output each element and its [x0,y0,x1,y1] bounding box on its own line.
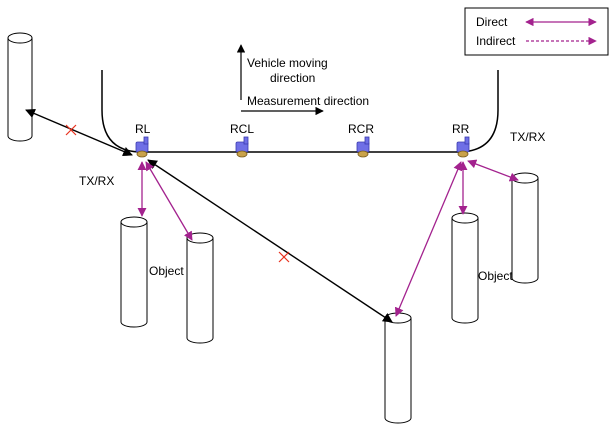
direct-arrow-rl-to-obj2 [145,161,193,241]
cylinder-top-left [7,32,33,142]
sensor-rl: RL [135,122,151,158]
cylinder-left-1 [120,216,148,328]
cylinder-left-2 [186,232,214,344]
cylinder-right-2 [511,172,539,284]
object-label-left: Object [149,264,184,278]
sensor-rcr: RCR [348,122,374,158]
blocked-x-marker-1 [65,124,77,136]
txrx-left-label: TX/RX [79,174,114,188]
cylinder-center [384,312,412,424]
sensor-rcl-label: RCL [230,122,254,136]
txrx-right-label: TX/RX [510,130,545,144]
cylinder-right-1 [451,212,479,324]
legend-indirect-label: Indirect [476,34,516,48]
legend-direct-label: Direct [476,15,508,29]
blocked-x-marker-2 [278,251,290,263]
direct-arrow-rr-to-center [394,161,463,317]
sensor-rr-label: RR [452,122,470,136]
object-label-right: Object [478,269,513,283]
legend: Direct Indirect [464,7,609,56]
sensor-rcr-label: RCR [348,122,374,136]
vehicle-direction-label-2: direction [270,71,315,85]
direct-arrow-rr-to-right [467,159,519,182]
sensor-rl-label: RL [135,122,151,136]
black-arrow-rl-to-center [147,159,393,323]
black-arrow-rl-to-top-left [25,108,133,157]
sensor-rr: RR [452,122,470,158]
measurement-direction-label: Measurement direction [247,94,369,108]
vehicle-direction-label-1: Vehicle moving [247,56,328,70]
sensor-rcl: RCL [230,122,254,158]
